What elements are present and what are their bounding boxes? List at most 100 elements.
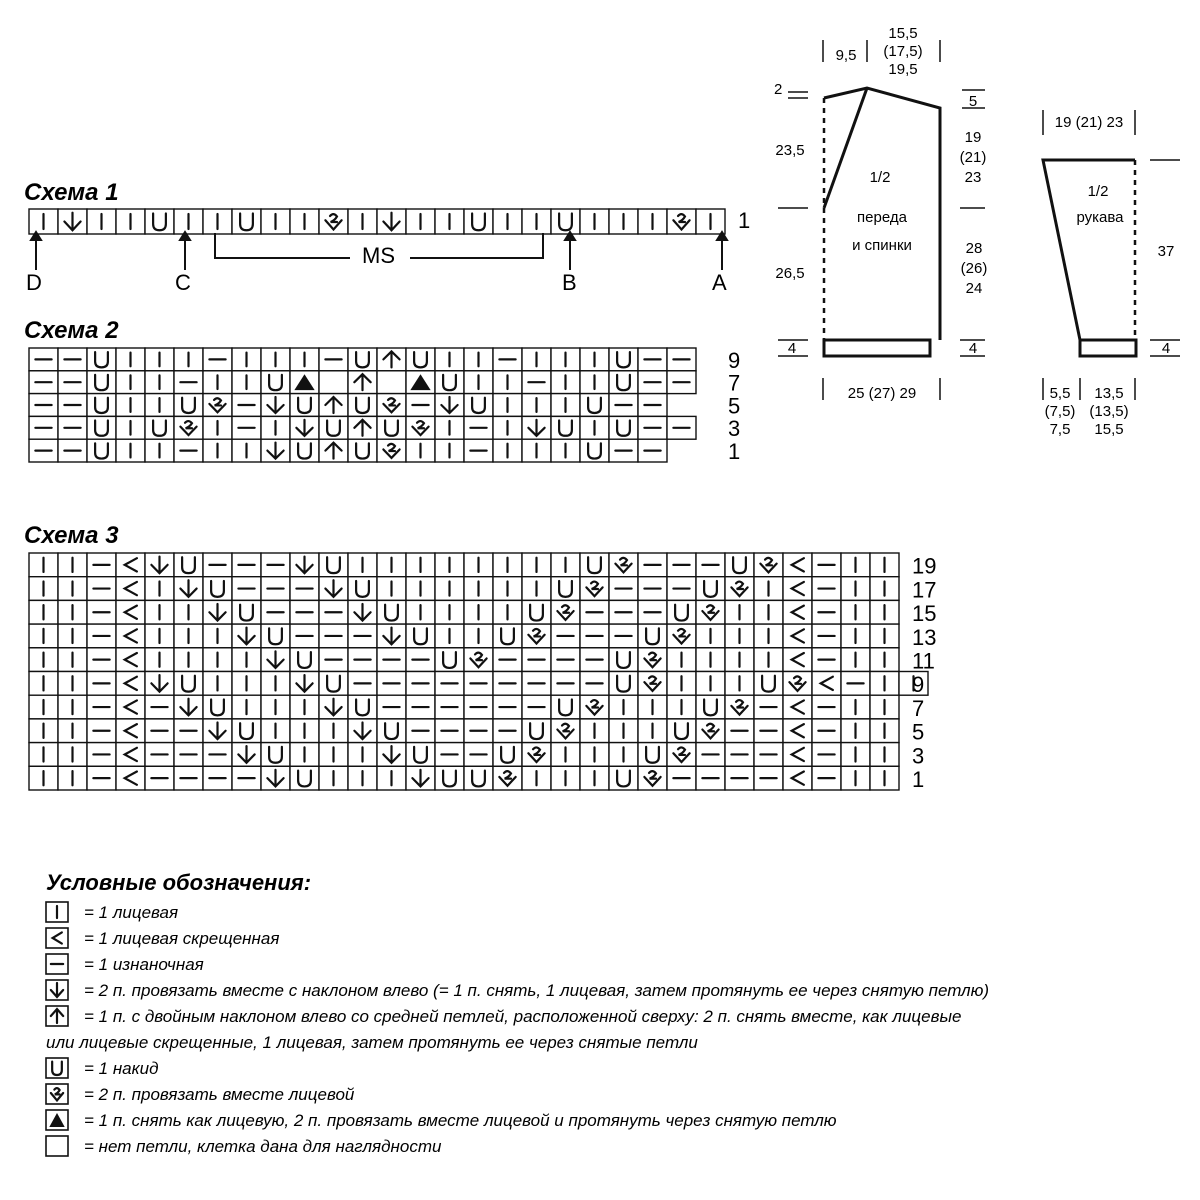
cell-knit [28, 552, 59, 578]
cell-k2tog [666, 208, 697, 235]
cell-k2tog-left [289, 670, 320, 696]
cell-purl [608, 576, 639, 602]
cell-knit [173, 347, 204, 372]
cell-yo [608, 670, 639, 696]
cell-purl [173, 370, 204, 395]
cell-no-stitch [318, 370, 349, 395]
cell-knit [869, 576, 900, 602]
cell-yo [260, 623, 291, 649]
cell-purl [173, 718, 204, 744]
cell-purl [173, 765, 204, 791]
body-dim-lines [778, 40, 985, 400]
cell-sk2p [289, 370, 320, 395]
cell-purl [695, 552, 726, 578]
legend-symbol-twisted [45, 927, 69, 949]
cell-purl [637, 370, 668, 395]
cell-yo [608, 765, 639, 791]
dim-shoulder-drop: 5 [969, 93, 977, 110]
cell-yo [347, 392, 378, 418]
cell-knit [840, 741, 871, 767]
cell-purl [753, 718, 784, 744]
cell-twisted [782, 647, 813, 673]
cell-yo [608, 415, 639, 440]
cell-knit [492, 208, 523, 235]
cell-knit [608, 694, 639, 720]
cell-yo [173, 670, 204, 696]
cell-purl [637, 347, 668, 372]
cell-knit [318, 718, 349, 744]
scheme-3-title: Схема 3 [24, 522, 119, 549]
cell-yo [695, 694, 726, 720]
cell-knit [260, 694, 291, 720]
cell-knit [869, 647, 900, 673]
cell-twisted [115, 576, 146, 602]
dim-left-upper: 23,5 [775, 142, 804, 159]
legend-text: = 1 лицевая скрещенная [84, 929, 279, 948]
cell-yo [579, 392, 610, 418]
cell-purl [231, 765, 262, 791]
cell-purl [521, 670, 552, 696]
cell-knit [753, 576, 784, 602]
scheme-1-grid [28, 208, 726, 235]
row-number: 3 [912, 743, 924, 768]
cell-purl [521, 694, 552, 720]
cell-knit [405, 208, 436, 235]
cell-knit [869, 718, 900, 744]
legend-item-twisted: = 1 лицевая скрещенная [45, 927, 279, 949]
legend-item-sk2p: = 1 п. снять как лицевую, 2 п. провязать… [45, 1109, 837, 1131]
cell-knit [521, 392, 552, 418]
row-number: 7 [728, 371, 740, 396]
legend-symbol-cdd [45, 1005, 69, 1027]
legend-text-continued: или лицевые скрещенные, 1 лицевая, затем… [46, 1033, 698, 1052]
cell-purl [695, 741, 726, 767]
legend-items: = 1 лицевая= 1 лицевая скрещенная= 1 изн… [45, 901, 989, 1157]
sleeve-dim-length: 37 [1158, 243, 1175, 260]
cell-purl [463, 741, 494, 767]
cell-knit [434, 599, 465, 625]
cell-knit [724, 599, 755, 625]
cell-knit [753, 623, 784, 649]
cell-knit [637, 208, 668, 235]
legend-item-none: = нет петли, клетка дана для наглядности [45, 1135, 442, 1157]
cell-knit [521, 765, 552, 791]
dim-neck-width-3: 19,5 [888, 61, 917, 78]
cell-yo [289, 647, 320, 673]
cell-purl [463, 694, 494, 720]
cell-knit [144, 647, 175, 673]
dim-side-2: (26) [961, 260, 988, 277]
cell-yo [521, 599, 552, 625]
cell-knit [144, 347, 175, 372]
scheme-1-row-number: 1 [738, 208, 750, 233]
cell-purl [434, 718, 465, 744]
cell-knit [550, 370, 581, 395]
cell-knit [463, 347, 494, 372]
cell-purl [579, 670, 610, 696]
ms-label: MS [362, 243, 395, 268]
cell-purl [231, 576, 262, 602]
cell-yo [434, 647, 465, 673]
cell-yo [347, 576, 378, 602]
row-number: 3 [728, 416, 740, 441]
cell-yo [231, 599, 262, 625]
dim-neck-width-2: (17,5) [883, 43, 922, 60]
cell-knit [144, 599, 175, 625]
legend: Условные обозначения: = 1 лицевая= 1 лиц… [45, 870, 989, 1157]
cell-k2tog [753, 552, 784, 578]
cell-twisted [782, 576, 813, 602]
cell-k2tog-left [202, 718, 233, 744]
cell-k2tog [550, 599, 581, 625]
cell-knit [173, 647, 204, 673]
dim-left-lower: 26,5 [775, 265, 804, 282]
body-outline [822, 86, 942, 358]
cell-yo [260, 370, 291, 395]
cell-cdd [376, 347, 407, 372]
sleeve-dim-bottom-right-1: 13,5 [1094, 385, 1123, 402]
cell-knit [463, 599, 494, 625]
cell-purl [811, 599, 842, 625]
sleeve-dim-lines [1042, 110, 1180, 400]
cell-k2tog-left [376, 741, 407, 767]
cell-knit [492, 552, 523, 578]
cell-purl [811, 552, 842, 578]
row-number: 7 [912, 696, 924, 721]
cell-knit [260, 670, 291, 696]
